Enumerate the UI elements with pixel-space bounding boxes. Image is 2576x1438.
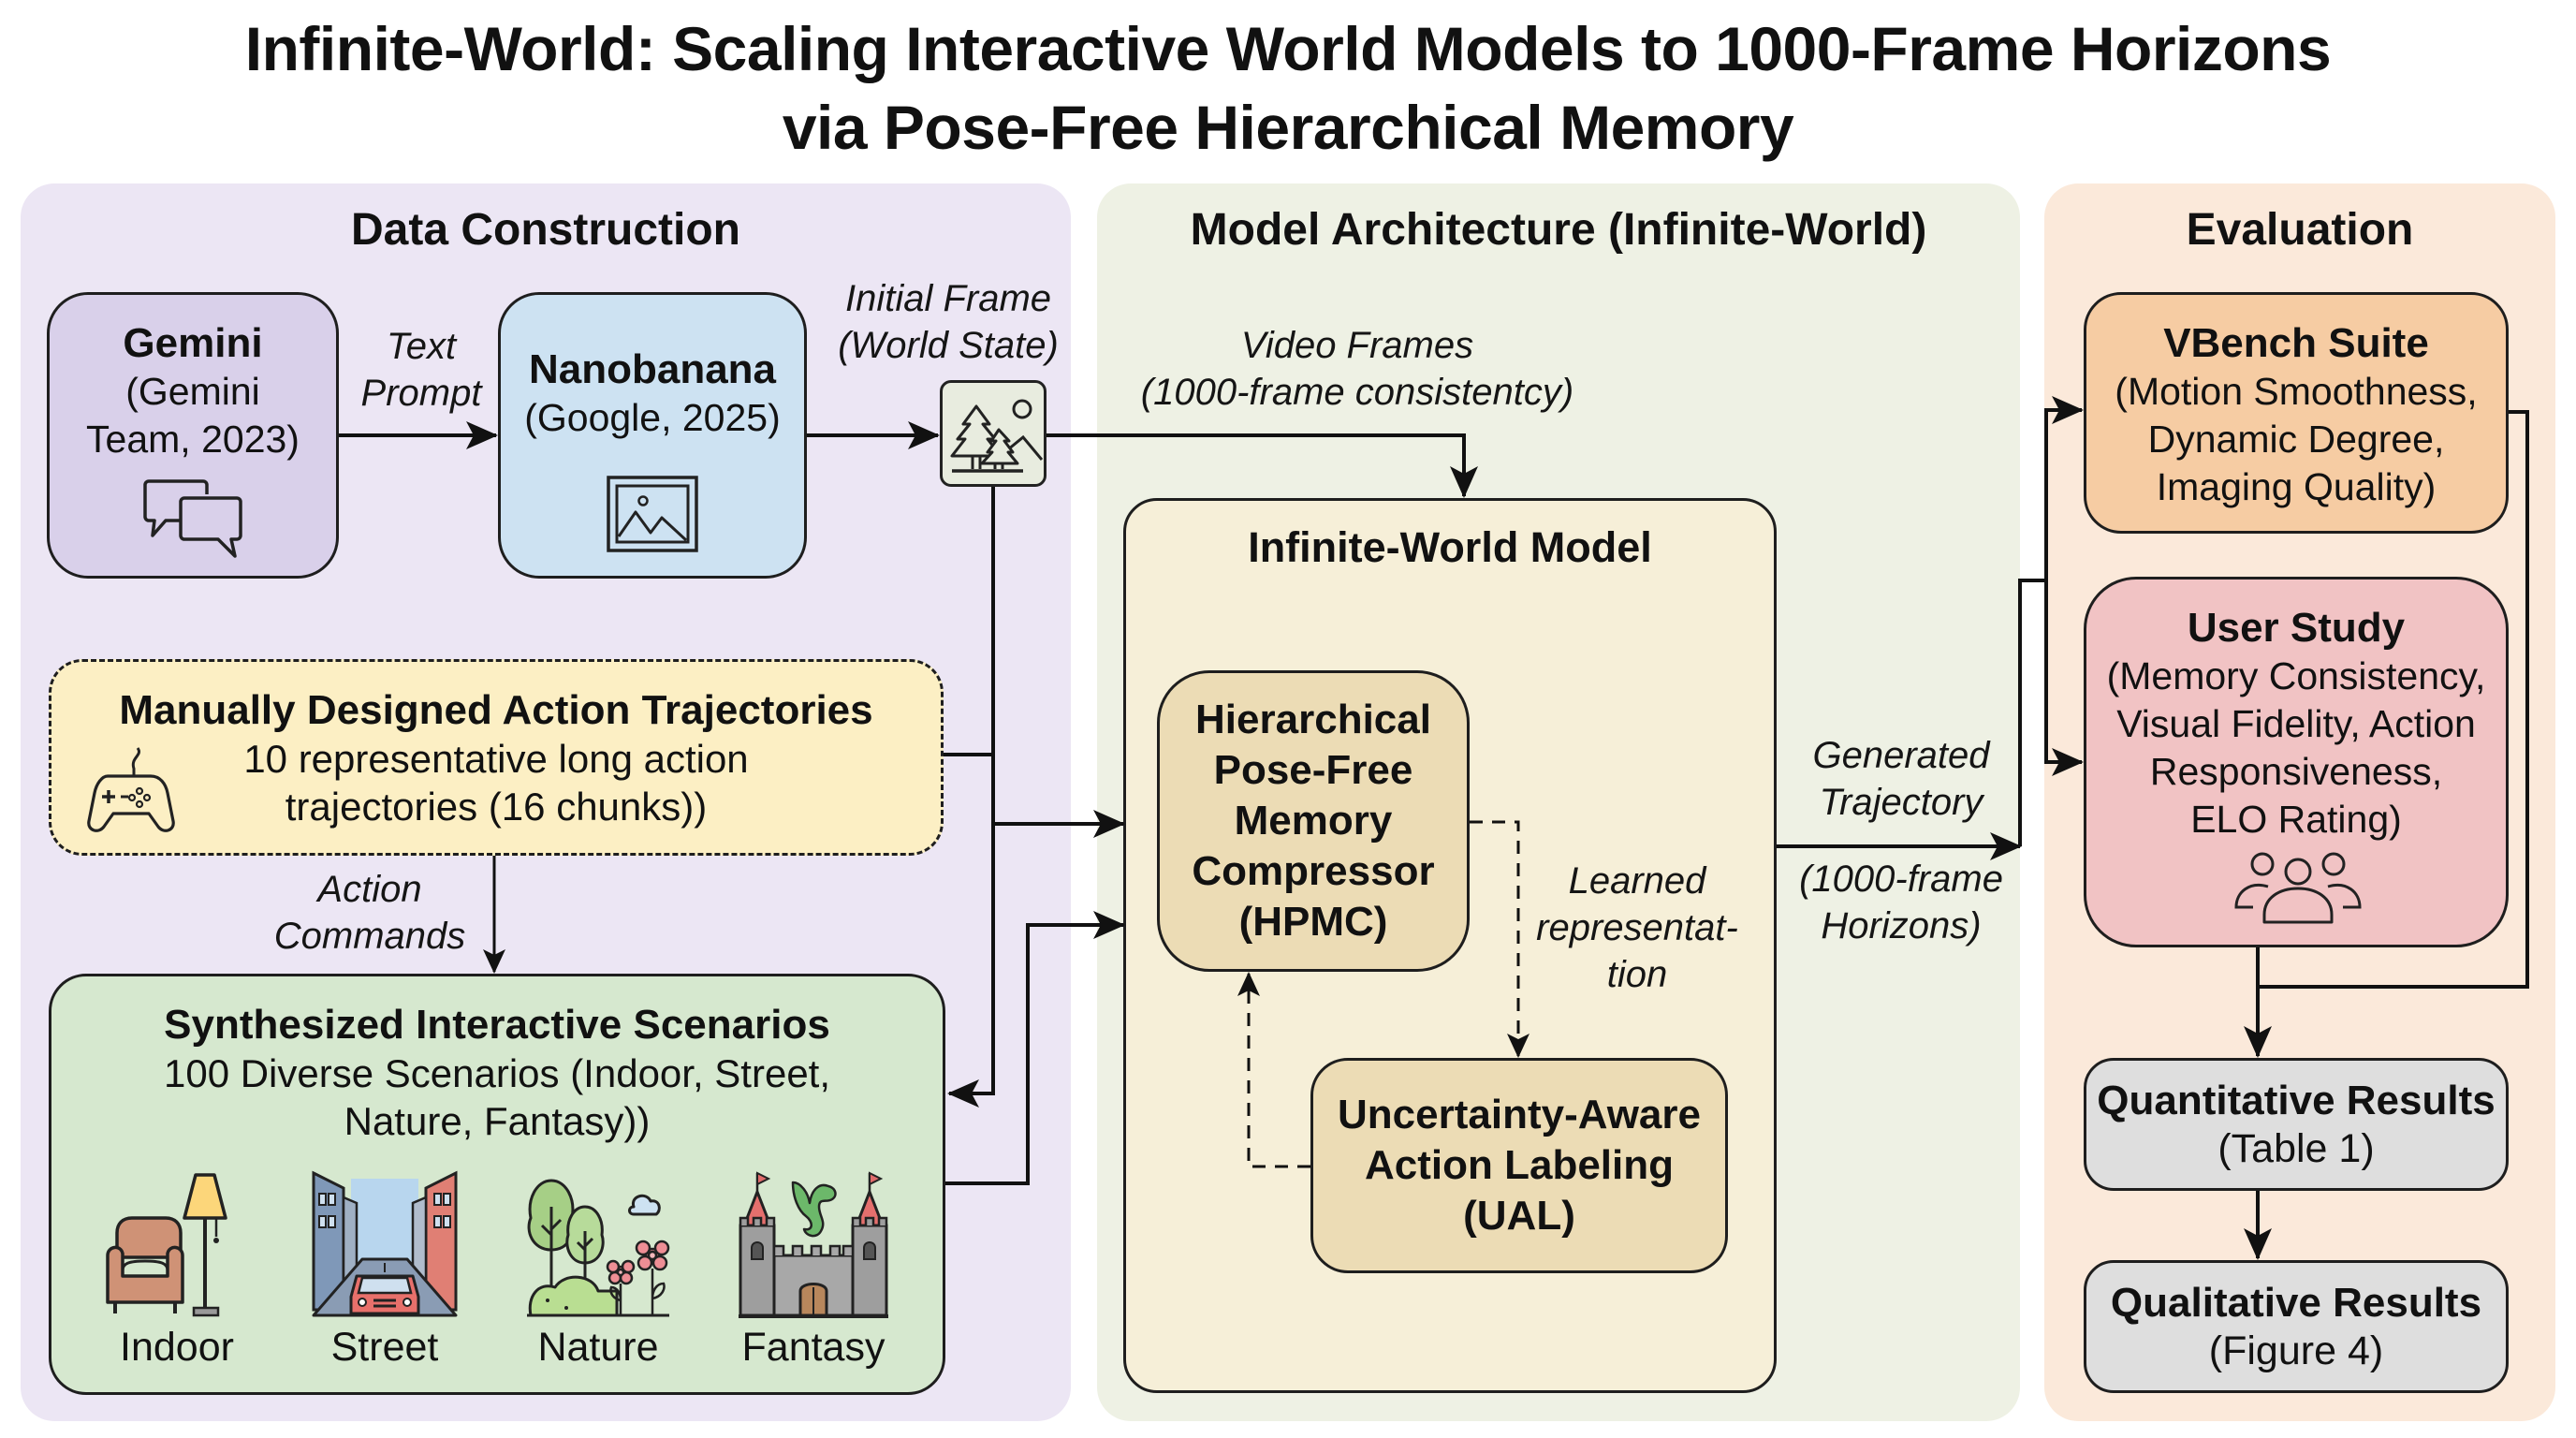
- user-study-line4: ELO Rating): [2190, 798, 2402, 841]
- horizons-label: (1000-frame Horizons): [1778, 856, 2024, 949]
- image-icon: [607, 476, 698, 552]
- scenario-fantasy-label: Fantasy: [741, 1325, 886, 1370]
- panel-title-model-architecture: Model Architecture (Infinite-World): [1190, 205, 1927, 255]
- scenario-nature[interactable]: Nature: [523, 1169, 673, 1375]
- gemini-cite-line1: (Gemini: [125, 370, 260, 413]
- generated-label-line2: Trajectory: [1819, 782, 1983, 823]
- learned-label-line2: representat-: [1536, 907, 1738, 948]
- scenario-street[interactable]: Street: [310, 1169, 460, 1375]
- user-study-box[interactable]: User Study (Memory Consistency, Visual F…: [2084, 577, 2509, 947]
- scenarios-title: Synthesized Interactive Scenarios: [164, 1002, 830, 1048]
- gamepad-icon: [87, 747, 175, 832]
- gemini-name: Gemini: [123, 320, 263, 366]
- nanobanana-name: Nanobanana: [528, 346, 777, 392]
- text-prompt-label-line2: Prompt: [360, 373, 482, 414]
- quantitative-sub: (Table 1): [2217, 1125, 2375, 1171]
- hpmc-line3: Memory: [1234, 798, 1393, 844]
- panel-title-data-construction: Data Construction: [350, 205, 740, 255]
- chat-bubbles-icon: [143, 479, 242, 558]
- action-commands-label: Action Commands: [253, 866, 487, 960]
- armchair-lamp-icon: [106, 1173, 227, 1317]
- generated-label-line3: (1000-frame: [1799, 858, 2003, 900]
- action-commands-label-line2: Commands: [273, 916, 466, 957]
- user-study-name: User Study: [2187, 605, 2406, 651]
- hpmc-line1: Hierarchical: [1195, 697, 1431, 742]
- learned-label-line1: Learned: [1568, 860, 1706, 902]
- panel-title-evaluation: Evaluation: [2186, 205, 2414, 255]
- scenario-indoor[interactable]: Indoor: [102, 1169, 252, 1375]
- infinite-world-model-title: Infinite-World Model: [1248, 523, 1652, 571]
- scenario-street-label: Street: [330, 1325, 439, 1370]
- scenarios-line2: Nature, Fantasy)): [344, 1099, 651, 1143]
- figure-title-line2: via Pose-Free Hierarchical Memory: [782, 93, 1794, 162]
- generated-label-line1: Generated: [1812, 735, 1990, 776]
- trajectories-title: Manually Designed Action Trajectories: [119, 687, 873, 733]
- learned-representation-label: Learned representat- tion: [1520, 858, 1754, 998]
- quantitative-results-box[interactable]: Quantitative Results (Table 1): [2084, 1058, 2509, 1191]
- nanobanana-cite: (Google, 2025): [524, 396, 781, 439]
- landscape-frame-icon: [950, 399, 1043, 473]
- vbench-line2: Dynamic Degree,: [2147, 418, 2445, 461]
- qualitative-sub: (Figure 4): [2208, 1328, 2384, 1373]
- line-eval-split: [2018, 579, 2046, 846]
- quantitative-name: Quantitative Results: [2097, 1077, 2496, 1123]
- vbench-line1: (Motion Smoothness,: [2115, 370, 2478, 413]
- video-frames-label-line1: Video Frames: [1240, 325, 1474, 366]
- vbench-line3: Imaging Quality): [2156, 465, 2437, 508]
- scenarios-box[interactable]: Synthesized Interactive Scenarios 100 Di…: [49, 974, 945, 1395]
- hpmc-line5: (HPMC): [1238, 899, 1388, 945]
- scenario-fantasy[interactable]: Fantasy: [739, 1169, 888, 1375]
- hpmc-box[interactable]: Hierarchical Pose-Free Memory Compressor…: [1157, 670, 1470, 972]
- ual-line2: Action Labeling: [1365, 1142, 1674, 1188]
- ual-line1: Uncertainty-Aware: [1338, 1092, 1701, 1137]
- trajectories-box[interactable]: Manually Designed Action Trajectories 10…: [49, 659, 944, 856]
- ual-line3: (UAL): [1463, 1193, 1575, 1239]
- vbench-name: VBench Suite: [2163, 320, 2429, 366]
- text-prompt-label: Text Prompt: [346, 323, 496, 417]
- hpmc-line2: Pose-Free: [1213, 747, 1413, 793]
- generated-trajectory-label: Generated Trajectory: [1778, 732, 2024, 826]
- nanobanana-box[interactable]: Nanobanana (Google, 2025): [498, 292, 807, 579]
- text-prompt-label-line1: Text: [386, 326, 457, 367]
- trees-flowers-icon: [527, 1179, 670, 1317]
- initial-frame-label-line2: (World State): [838, 325, 1059, 366]
- qualitative-name: Qualitative Results: [2110, 1279, 2482, 1326]
- action-commands-label-line1: Action: [317, 869, 422, 910]
- video-frames-label-line2: (1000-frame consistentcy): [1140, 372, 1574, 413]
- initial-frame-label: Initial Frame (World State): [822, 275, 1075, 369]
- gemini-cite-line2: Team, 2023): [86, 418, 300, 461]
- user-study-line1: (Memory Consistency,: [2106, 654, 2486, 697]
- city-street-car-icon: [312, 1170, 458, 1317]
- gemini-box[interactable]: Gemini (Gemini Team, 2023): [47, 292, 339, 579]
- users-group-icon: [2234, 852, 2362, 924]
- hpmc-line4: Compressor: [1192, 848, 1435, 894]
- trajectories-line2: trajectories (16 chunks)): [285, 785, 708, 829]
- learned-label-line3: tion: [1606, 954, 1668, 995]
- scenarios-line1: 100 Diverse Scenarios (Indoor, Street,: [163, 1051, 831, 1095]
- scenario-indoor-label: Indoor: [120, 1325, 234, 1370]
- initial-frame-node[interactable]: [940, 380, 1046, 487]
- castle-dragon-icon: [739, 1171, 888, 1318]
- initial-frame-label-line1: Initial Frame: [844, 278, 1052, 319]
- video-frames-label: Video Frames (1000-frame consistentcy): [1114, 322, 1601, 416]
- ual-box[interactable]: Uncertainty-Aware Action Labeling (UAL): [1310, 1058, 1728, 1273]
- qualitative-results-box[interactable]: Qualitative Results (Figure 4): [2084, 1260, 2509, 1393]
- user-study-line2: Visual Fidelity, Action: [2116, 702, 2476, 745]
- scenario-nature-label: Nature: [537, 1325, 659, 1370]
- figure-title-line1: Infinite-World: Scaling Interactive Worl…: [244, 14, 2332, 83]
- user-study-line3: Responsiveness,: [2149, 750, 2443, 793]
- trajectories-line1: 10 representative long action: [243, 737, 749, 781]
- vbench-box[interactable]: VBench Suite (Motion Smoothness, Dynamic…: [2084, 292, 2509, 534]
- generated-label-line4: Horizons): [1821, 905, 1982, 946]
